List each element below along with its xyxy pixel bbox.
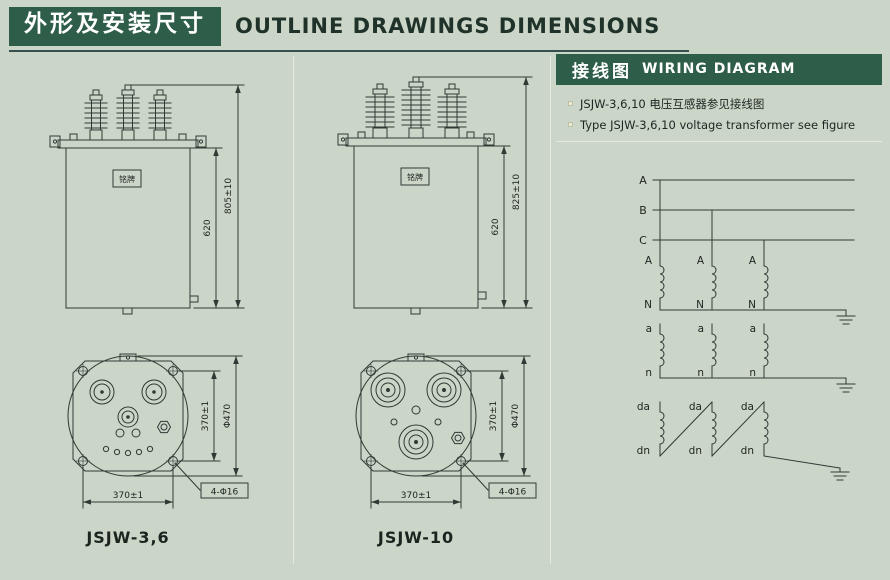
jsjw10-side-view (337, 76, 533, 315)
primary-top-label: A (749, 255, 757, 267)
jsjw10-outline-drawing: 铭牌 620 825±10 370±1 370±1 Φ470 4-Φ16 (337, 76, 537, 509)
nameplate-label: 铭牌 (119, 174, 135, 184)
secondary-bottom-label: n (645, 367, 652, 379)
dimension-lines (131, 84, 245, 309)
tertiary-top-label: da (741, 401, 754, 413)
dim-bolt-span-v-label: 370±1 (489, 400, 499, 430)
dim-bolt-span-v-label: 370±1 (201, 400, 211, 430)
square-bullet-icon (568, 122, 573, 128)
outline-panel-jsjw36: 铭牌 620 805±10 370±1 370±1 Φ470 4-Φ16 JSJ… (8, 56, 294, 547)
wiring-diagram: A B C A N a n da dn A N a n da dn A N (637, 174, 856, 481)
wiring-lines (652, 179, 856, 481)
dim-holes-label: 4-Φ16 (499, 487, 527, 497)
jsjw36-bottom-view (67, 353, 249, 509)
tertiary-top-label: da (637, 401, 650, 413)
dimension-arrows (501, 76, 529, 308)
primary-top-label: A (697, 255, 705, 267)
phase-label-c: C (639, 234, 647, 247)
bushing-icon (437, 83, 467, 139)
dim-bolt-span-h-label: 370±1 (401, 491, 431, 501)
primary-bottom-label: N (644, 299, 652, 311)
hole-center-marks (76, 363, 180, 468)
column-separator (293, 55, 294, 564)
dim-body-height-label: 620 (203, 219, 213, 236)
main-header: 外形及安装尺寸 OUTLINE DRAWINGS DIMENSIONS (0, 0, 890, 46)
jsjw36-outline-drawing: 铭牌 620 805±10 370±1 370±1 Φ470 4-Φ16 (49, 84, 249, 509)
model-label-jsjw10: JSJW-10 (377, 527, 455, 547)
model-label-jsjw36: JSJW-3,6 (86, 527, 170, 547)
dim-total-height-label: 805±10 (224, 177, 234, 213)
column-separator (550, 55, 551, 564)
bushing-icon (148, 89, 172, 141)
jsjw36-side-view (49, 84, 245, 315)
wiring-note-en-row: Type JSJW-3,6,10 voltage transformer see… (568, 118, 876, 132)
secondary-top-label: a (750, 323, 756, 335)
bushing-icon (365, 83, 395, 139)
dim-bolt-span-h-label: 370±1 (113, 491, 143, 501)
tertiary-bottom-label: dn (741, 445, 754, 457)
dim-flange-diameter-label: Φ470 (511, 403, 521, 428)
wiring-note-cn: JSJW-3,6,10 电压互感器参见接线图 (580, 96, 765, 111)
secondary-bottom-label: n (697, 367, 704, 379)
hex-nut-icon (450, 431, 466, 444)
square-bullet-icon (568, 101, 573, 107)
header-underline (9, 49, 689, 52)
dim-flange-diameter-label: Φ470 (223, 403, 233, 428)
main-title-cn: 外形及安装尺寸 (24, 11, 206, 37)
wiring-note-cn-row: JSJW-3,6,10 电压互感器参见接线图 (568, 96, 876, 112)
primary-bottom-label: N (696, 299, 704, 311)
wiring-note-en: Type JSJW-3,6,10 voltage transformer see… (580, 117, 856, 132)
bushing-icon (116, 84, 140, 141)
main-title-en: OUTLINE DRAWINGS DIMENSIONS (235, 14, 661, 39)
tertiary-top-label: da (689, 401, 702, 413)
secondary-top-label: a (698, 323, 704, 335)
secondary-bottom-label: n (749, 367, 756, 379)
dimension-arrows (213, 84, 241, 308)
secondary-top-label: a (646, 323, 652, 335)
nameplate-label: 铭牌 (407, 172, 423, 182)
phase-label-b: B (639, 204, 647, 217)
wiring-title-cn: 接线图 (572, 61, 632, 82)
wiring-title-en: WIRING DIAGRAM (642, 61, 796, 78)
nameplate-box (400, 167, 430, 186)
tertiary-bottom-label: dn (637, 445, 650, 457)
jsjw10-bottom-view (355, 353, 537, 509)
bushing-icon (401, 76, 431, 139)
content-area: 铭牌 620 805±10 370±1 370±1 Φ470 4-Φ16 JSJ… (0, 53, 890, 579)
dimension-lines (419, 76, 533, 309)
outline-panel-jsjw10: 铭牌 620 825±10 370±1 370±1 Φ470 4-Φ16 JSJ… (296, 56, 582, 547)
primary-bottom-label: N (748, 299, 756, 311)
primary-top-label: A (645, 255, 653, 267)
dim-total-height-label: 825±10 (512, 173, 522, 209)
wiring-header-bar: 接线图 WIRING DIAGRAM (556, 53, 882, 85)
nameplate-box (112, 169, 142, 188)
dimension-lines (82, 355, 249, 509)
dimension-arrows (83, 355, 239, 505)
dim-holes-label: 4-Φ16 (211, 487, 239, 497)
wiring-panel: 接线图 WIRING DIAGRAM JSJW-3,6,10 电压互感器参见接线… (556, 53, 882, 486)
wiring-notes: JSJW-3,6,10 电压互感器参见接线图 Type JSJW-3,6,10 … (556, 85, 882, 142)
dimension-arrows (371, 355, 527, 505)
dimension-lines (370, 355, 537, 509)
tertiary-bottom-label: dn (689, 445, 702, 457)
phase-label-a: A (639, 174, 647, 187)
bushing-icon (84, 89, 108, 141)
hole-center-marks (364, 363, 468, 468)
hex-nut-icon (156, 420, 172, 433)
main-title-cn-box: 外形及安装尺寸 (9, 7, 221, 46)
dim-body-height-label: 620 (491, 218, 501, 235)
